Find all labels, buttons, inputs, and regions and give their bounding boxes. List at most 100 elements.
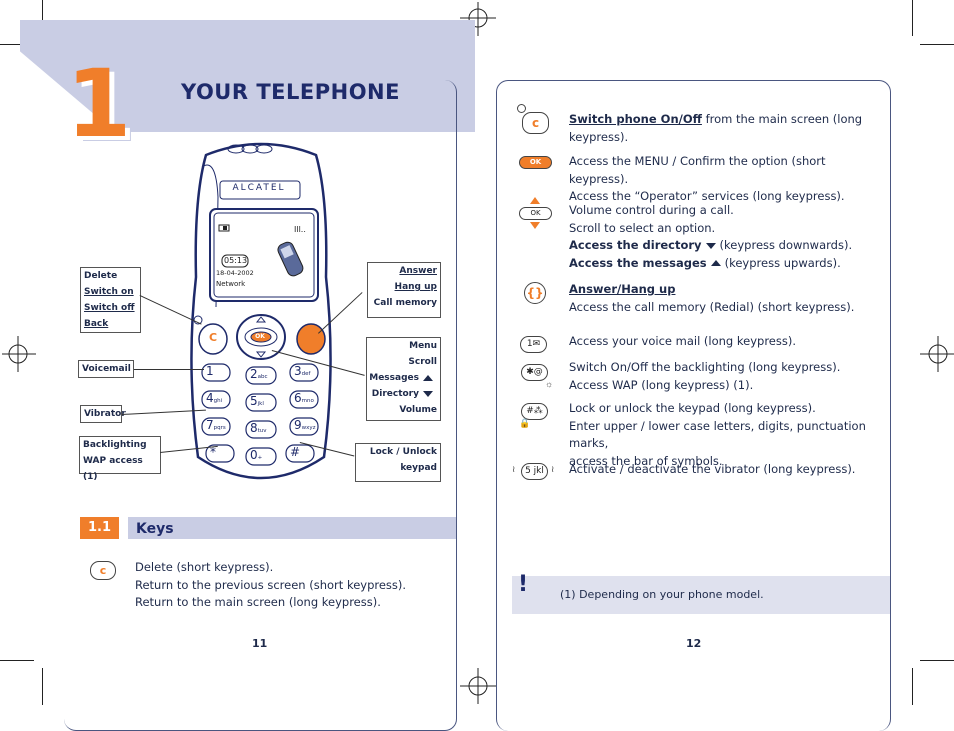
entry-line: Access WAP (long keypress) (1). — [569, 377, 884, 395]
callout-item-text: keypad — [400, 463, 437, 473]
callout-item: Hang up — [368, 279, 440, 295]
phone-key-digit: # — [290, 445, 301, 459]
phone-key-letters: ghi — [213, 398, 223, 404]
phone-screen-network: Network — [216, 280, 246, 288]
page-number-right: 12 — [686, 637, 702, 650]
crop-mark — [0, 660, 34, 661]
callout-item: Back — [84, 319, 109, 329]
backlight-icon: ☼ — [545, 379, 554, 389]
phone-key-6: 7pqrs — [206, 418, 236, 432]
entry-line: Access the directory(keypress downwards)… — [569, 237, 884, 255]
entry-line-text: (keypress upwards). — [724, 255, 841, 270]
entry-line: Enter upper / lower case letters, digits… — [569, 418, 884, 453]
nav-key-icon: OK — [519, 207, 552, 220]
registration-mark-top — [460, 2, 496, 36]
arrow-down-icon — [423, 390, 433, 397]
callout-item: Switch on — [84, 287, 134, 297]
phone-key-11: # — [290, 445, 320, 459]
phone-key-10: 0+ — [250, 448, 280, 462]
callout-left-1: Voicemail — [78, 360, 134, 378]
entry-line: access the bar of symbols. — [569, 453, 884, 471]
entry-line: Switch phone On/Off from the main screen… — [569, 111, 884, 129]
phone-key-letters: mno — [301, 398, 314, 404]
callout-item: Messages — [367, 370, 440, 386]
page-title: YOUR TELEPHONE — [181, 80, 400, 104]
entry-line-text: (keypress downwards). — [719, 238, 853, 252]
entry-ok-key: Access the MENU / Confirm the option (sh… — [569, 153, 884, 206]
registration-mark-bottom — [460, 668, 496, 704]
arrow-up-icon — [423, 374, 433, 381]
phone-key-letters: def — [301, 371, 311, 377]
section-bar — [128, 517, 456, 539]
callout-item: WAP access (1) — [83, 456, 143, 482]
entry-line-text: keypress). — [569, 129, 629, 144]
entry-line-title: Switch phone On/Off — [569, 112, 702, 126]
phone-key-digit: 7 — [206, 418, 214, 432]
entry-one-key: Access your voice mail (long keypress). — [569, 333, 884, 351]
one-key-icon: 1✉ — [520, 336, 547, 353]
right-page-frame — [496, 80, 891, 731]
phone-key-2: 3def — [294, 364, 324, 378]
section-title: Keys — [136, 521, 174, 537]
page-number-left: 11 — [252, 637, 268, 650]
entry-line: Activate / deactivate the vibrator (long… — [569, 461, 884, 479]
entry-line: keypress). — [569, 129, 884, 147]
entry-line-text: Volume control during a call. — [569, 203, 734, 217]
phone-key-letters: pqrs — [213, 425, 226, 431]
phone-key-digit: 2 — [250, 367, 258, 381]
phone-key-8: 9wxyz — [294, 418, 324, 432]
section-line: Delete (short keypress). — [135, 560, 274, 574]
ok-key-icon: OK — [519, 156, 552, 169]
callout-item-text: Lock / Unlock — [369, 447, 437, 457]
crop-mark — [920, 44, 954, 45]
star-key-icon: ✱@ — [521, 364, 548, 381]
phone-illustration: Ill.. — [190, 142, 332, 480]
note-band — [512, 576, 890, 614]
phone-key-digit: 5 — [250, 394, 258, 408]
callout-item-text: Scroll — [408, 357, 437, 367]
entry-line-text: Access WAP (long keypress) (1). — [569, 377, 754, 392]
entry-line: Volume control during a call. — [569, 202, 884, 220]
callout-item: Delete — [84, 271, 118, 281]
lock-icon: 🔒 — [519, 418, 531, 428]
section-body: Delete (short keypress). Return to the p… — [135, 559, 406, 612]
callout-item-text: Answer — [399, 266, 437, 276]
c-key-icon: c — [90, 561, 116, 580]
registration-mark-right — [920, 336, 954, 372]
callout-item: Scroll — [367, 354, 440, 370]
entry-star-key: Switch On/Off the backlighting (long key… — [569, 359, 884, 394]
entry-line-text: access the bar of symbols. — [569, 453, 723, 468]
phone-key-letters: wxyz — [301, 425, 316, 431]
registration-mark-left — [2, 336, 36, 372]
phone-ok-key: OK — [255, 333, 265, 340]
entry-line-text: Access your voice mail (long keypress). — [569, 334, 796, 348]
nav-down-arrow-icon — [530, 222, 540, 229]
callout-item-text: Directory — [371, 389, 419, 399]
entry-line: Scroll to select an option. — [569, 220, 884, 238]
power-icon — [517, 104, 526, 113]
phone-key-1: 2abc — [250, 367, 280, 381]
entry-line: Access the messages(keypress upwards). — [569, 255, 884, 273]
entry-line-text: from the main screen (long — [701, 112, 863, 126]
entry-line-text: Enter upper / lower case letters, digits… — [569, 418, 866, 451]
hash-key-icon: #⁂ — [521, 403, 548, 420]
callout-item: Answer — [368, 263, 440, 279]
entry-nav-key: Volume control during a call. Scroll to s… — [569, 202, 884, 272]
callout-item: Switch off — [84, 303, 135, 313]
header-band — [20, 20, 475, 132]
arrow-down-icon — [705, 242, 716, 249]
callout-item: Volume — [367, 402, 440, 418]
leader-line — [134, 369, 204, 370]
callout-item: Menu — [367, 338, 440, 354]
c-key-icon: c — [522, 112, 549, 134]
callout-item: Lock / Unlock — [356, 444, 440, 460]
crop-mark — [920, 660, 954, 661]
phone-key-3: 4ghi — [206, 391, 236, 405]
phone-key-digit: 6 — [294, 391, 302, 405]
phone-key-digit: 0 — [250, 448, 258, 462]
phone-key-digit: 4 — [206, 391, 214, 405]
svg-text:Ill..: Ill.. — [294, 225, 306, 234]
